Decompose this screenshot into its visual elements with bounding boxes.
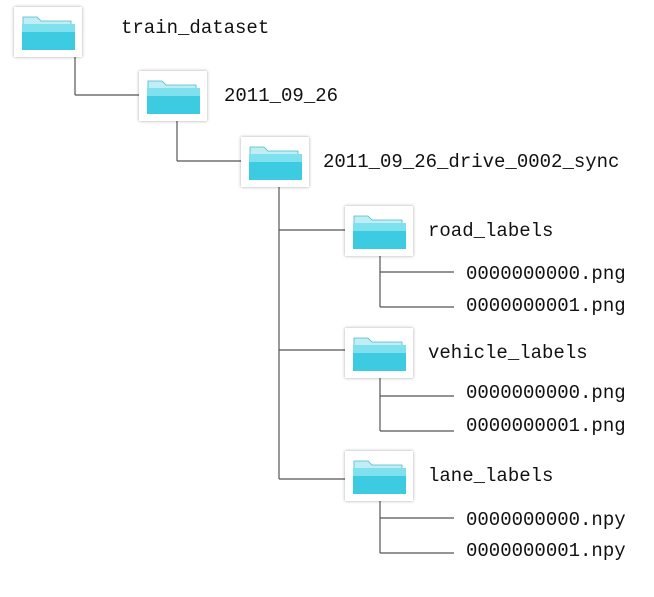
file-label[interactable]: 0000000001.png [466, 415, 626, 437]
folder-icon[interactable] [14, 7, 82, 57]
folder-label-train-dataset[interactable]: train_dataset [121, 17, 270, 39]
folder-icon[interactable] [345, 206, 413, 256]
folder-label-road-labels[interactable]: road_labels [428, 220, 554, 242]
folder-icon[interactable] [345, 328, 413, 378]
folder-label-vehicle-labels[interactable]: vehicle_labels [428, 342, 588, 364]
file-label[interactable]: 0000000001.png [466, 295, 626, 317]
file-label[interactable]: 0000000000.png [466, 263, 626, 285]
folder-label-lane-labels[interactable]: lane_labels [428, 465, 554, 487]
folder-label-drive[interactable]: 2011_09_26_drive_0002_sync [323, 151, 620, 173]
file-label[interactable]: 0000000000.npy [466, 509, 626, 531]
folder-label-date[interactable]: 2011_09_26 [224, 85, 339, 107]
file-label[interactable]: 0000000001.npy [466, 540, 626, 562]
folder-icon[interactable] [241, 137, 309, 187]
folder-icon[interactable] [139, 71, 207, 121]
folder-icon[interactable] [345, 451, 413, 501]
file-label[interactable]: 0000000000.png [466, 382, 626, 404]
